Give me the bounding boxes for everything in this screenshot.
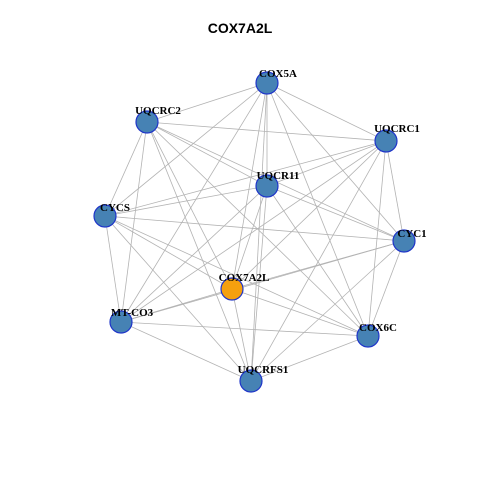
edge-cox7a2l-cox6c [231, 288, 369, 337]
edge-cox5a-cox7a2l [231, 82, 268, 290]
edge-uqcrc1-uqcrfs1 [250, 140, 387, 382]
node-cox5a[interactable]: COX5A [255, 68, 297, 95]
node-circle-cox5a[interactable] [255, 71, 279, 95]
node-label-mt-co3: MT-CO3 [111, 307, 154, 319]
edge-cyc1-cox6c [367, 240, 405, 337]
edge-mt-co3-cox6c [120, 321, 369, 337]
edge-uqcr11-cycs [104, 185, 268, 217]
edge-uqcrc2-cycs [104, 121, 148, 217]
edge-uqcrc1-uqcr11 [266, 140, 387, 187]
edge-cox5a-cox6c [266, 82, 369, 337]
edge-uqcrc2-uqcr11 [146, 121, 268, 187]
edge-uqcr11-cox7a2l [231, 185, 268, 290]
edges-layer [104, 82, 405, 382]
node-label-uqcrfs1: UQCRFS1 [238, 364, 289, 376]
node-circle-uqcrc2[interactable] [135, 110, 159, 134]
node-label-cox5a: COX5A [259, 68, 297, 80]
edge-uqcrc2-cox7a2l [146, 121, 233, 290]
edge-uqcrc1-mt-co3 [120, 140, 387, 323]
node-uqcrc2[interactable]: UQCRC2 [135, 105, 181, 134]
edge-cox5a-uqcrc1 [266, 82, 387, 142]
node-label-cox7a2l: COX7A2L [219, 272, 270, 284]
edge-uqcr11-mt-co3 [120, 185, 268, 323]
edge-mt-co3-uqcrfs1 [120, 321, 252, 382]
edge-cox7a2l-uqcrfs1 [231, 288, 252, 382]
edge-uqcrc1-cycs [104, 140, 387, 217]
edge-cox6c-uqcrfs1 [250, 335, 369, 382]
edge-cox5a-mt-co3 [120, 82, 268, 323]
edge-cox7a2l-mt-co3 [120, 288, 233, 323]
node-circle-cycs[interactable] [93, 204, 117, 228]
node-circle-cox7a2l[interactable] [220, 277, 244, 301]
node-uqcrc1[interactable]: UQCRC1 [374, 123, 420, 153]
node-cox6c[interactable]: COX6C [356, 322, 397, 348]
node-circle-uqcr11[interactable] [255, 174, 279, 198]
node-mt-co3[interactable]: MT-CO3 [109, 307, 154, 334]
edge-cox5a-cyc1 [266, 82, 405, 242]
node-circle-mt-co3[interactable] [109, 310, 133, 334]
edge-cox5a-cycs [104, 82, 268, 217]
edge-cyc1-uqcrfs1 [250, 240, 405, 382]
edge-cycs-cox6c [104, 215, 369, 337]
edge-uqcrc1-cox7a2l [231, 140, 387, 290]
edge-cox5a-uqcrfs1 [250, 82, 268, 382]
node-circle-uqcrfs1[interactable] [239, 369, 263, 393]
node-uqcr11[interactable]: UQCR11 [255, 170, 300, 198]
node-label-cyc1: CYC1 [397, 228, 426, 240]
edge-uqcr11-cox6c [266, 185, 369, 337]
node-cox7a2l[interactable]: COX7A2L [219, 272, 270, 301]
node-cycs[interactable]: CYCS [93, 202, 130, 228]
node-uqcrfs1[interactable]: UQCRFS1 [238, 364, 289, 393]
edge-uqcrc2-uqcrc1 [146, 121, 387, 142]
node-circle-cox6c[interactable] [356, 324, 380, 348]
edge-cycs-uqcrfs1 [104, 215, 252, 382]
edge-cox5a-uqcrc2 [146, 82, 268, 123]
node-label-uqcrc2: UQCRC2 [135, 105, 181, 117]
edge-uqcr11-cyc1 [266, 185, 405, 242]
edge-uqcrc2-uqcrfs1 [146, 121, 252, 382]
node-cyc1[interactable]: CYC1 [392, 228, 427, 253]
node-circle-cyc1[interactable] [392, 229, 416, 253]
edge-cycs-cyc1 [104, 215, 405, 242]
graph-title: COX7A2L [207, 20, 273, 36]
node-label-uqcrc1: UQCRC1 [374, 123, 420, 135]
edge-uqcrc2-mt-co3 [120, 121, 148, 323]
node-circle-uqcrc1[interactable] [374, 129, 398, 153]
edge-cycs-cox7a2l [104, 215, 233, 290]
edge-uqcrc1-cyc1 [385, 140, 405, 242]
node-label-cycs: CYCS [100, 202, 130, 214]
edge-cyc1-mt-co3 [120, 240, 405, 323]
node-label-cox6c: COX6C [359, 322, 397, 334]
edge-cycs-mt-co3 [104, 215, 122, 323]
edge-uqcr11-uqcrfs1 [250, 185, 268, 382]
node-label-uqcr11: UQCR11 [257, 170, 300, 182]
